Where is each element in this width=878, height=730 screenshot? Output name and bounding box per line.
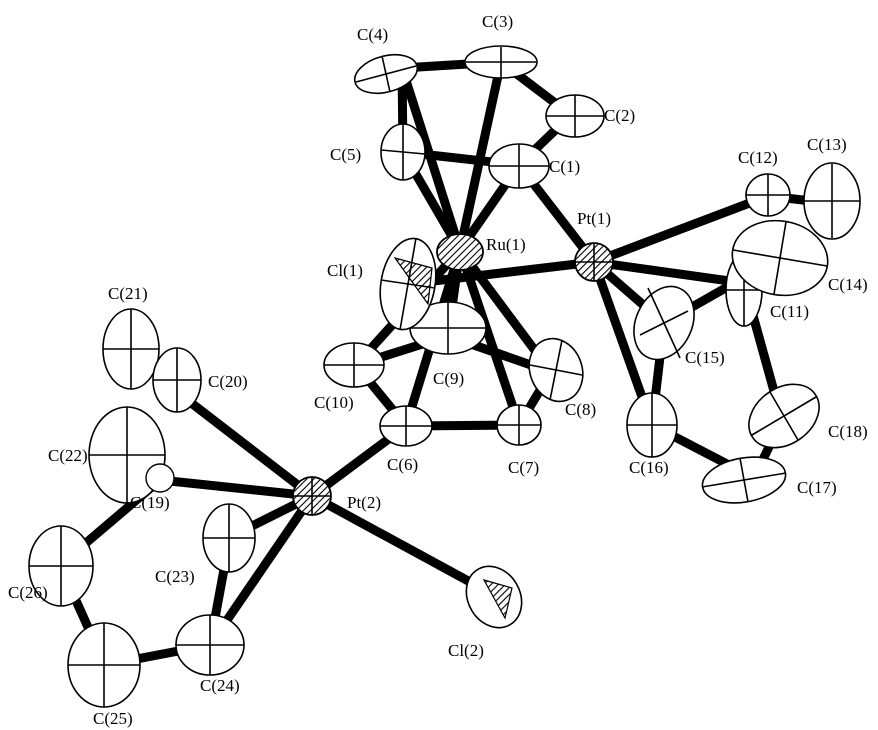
atom-c6: [379, 405, 433, 447]
atom-c2: [545, 94, 605, 138]
atom-c13: [803, 162, 861, 240]
atom-layer: [28, 45, 861, 708]
label-c21: C(21): [108, 284, 148, 303]
label-c16: C(16): [629, 458, 669, 477]
bond-ru1-c4: [397, 63, 465, 255]
atom-c1: [488, 143, 550, 189]
bond-pt2-cl2: [307, 491, 499, 600]
atom-cl2: [465, 565, 523, 629]
label-c12: C(12): [738, 148, 778, 167]
atom-pt1: [574, 242, 614, 282]
atom-c5: [380, 123, 426, 181]
label-pt2: Pt(2): [347, 493, 381, 512]
atom-c26: [28, 525, 94, 607]
bond-ru1-c7: [455, 245, 524, 430]
label-cl1: Cl(1): [327, 261, 363, 280]
atom-c9: [409, 301, 487, 355]
bond-pt1-c11: [589, 257, 749, 288]
label-c5: C(5): [330, 145, 361, 164]
label-c10: C(10): [314, 393, 354, 412]
bond-pt2-c19: [155, 475, 317, 501]
label-c1: C(1): [549, 157, 580, 176]
label-c7: C(7): [508, 458, 539, 477]
label-c24: C(24): [200, 676, 240, 695]
atom-c19: [145, 463, 175, 493]
atom-c8: [528, 337, 584, 403]
atom-c21: [102, 308, 160, 390]
atom-pt2: [292, 476, 332, 516]
bond-ru1-c3: [455, 57, 506, 255]
atom-c18: [748, 383, 820, 449]
label-c20: C(20): [208, 372, 248, 391]
atom-c25: [67, 622, 141, 708]
label-layer: C(3) C(4) C(2) C(5) C(1) C(12) C(13) Pt(…: [8, 12, 868, 728]
label-c18: C(18): [828, 422, 868, 441]
label-c25: C(25): [93, 709, 133, 728]
label-c4: C(4): [357, 25, 388, 44]
atom-c15: [633, 285, 695, 361]
atom-cl1: [379, 237, 437, 331]
label-c9: C(9): [433, 369, 464, 388]
atom-c23: [202, 503, 256, 573]
label-c14: C(14): [828, 275, 868, 294]
label-c17: C(17): [797, 478, 837, 497]
label-c8: C(8): [565, 400, 596, 419]
label-c3: C(3): [482, 12, 513, 31]
atom-c14: [731, 219, 829, 297]
atom-ru1: [436, 233, 484, 271]
label-c23: C(23): [155, 567, 195, 586]
bond-pt1-c12: [589, 191, 773, 267]
atom-c4: [353, 53, 419, 95]
label-c26: C(26): [8, 583, 48, 602]
atom-c20: [152, 347, 202, 413]
atom-c3: [464, 45, 538, 79]
label-pt1: Pt(1): [577, 209, 611, 228]
bond-pt2-c20: [172, 387, 317, 501]
label-c22: C(22): [48, 446, 88, 465]
atom-c24: [175, 614, 245, 676]
label-cl2: Cl(2): [448, 641, 484, 660]
atom-c17: [701, 456, 787, 504]
label-c15: C(15): [685, 348, 725, 367]
label-c6: C(6): [387, 455, 418, 474]
bond-cl1-ru1-pt1: [403, 257, 599, 289]
label-c11: C(11): [770, 302, 809, 321]
label-ru1: Ru(1): [486, 235, 526, 254]
atom-c12: [745, 173, 791, 217]
label-c19: C(19): [130, 493, 170, 512]
label-c2: C(2): [604, 106, 635, 125]
label-c13: C(13): [807, 135, 847, 154]
atom-c10: [323, 342, 385, 388]
atom-c7: [496, 404, 542, 446]
atom-c16: [626, 392, 678, 458]
